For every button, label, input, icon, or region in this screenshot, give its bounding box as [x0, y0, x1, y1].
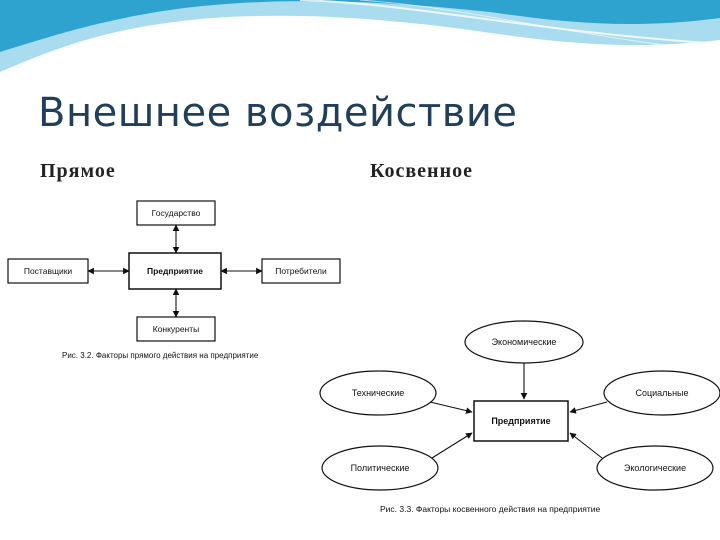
indirect-arrow-upper-right — [569, 401, 608, 414]
indirect-node-lower-right — [596, 445, 714, 491]
indirect-arrow-lower-left — [431, 432, 473, 459]
indirect-node-lower-left — [321, 445, 439, 491]
indirect-node-upper-right — [603, 370, 720, 416]
direct-node-right — [261, 258, 341, 284]
indirect-arrow-upper-left — [429, 401, 473, 414]
direct-label-bottom: Конкуренты — [153, 324, 200, 334]
indirect-node-upper-left — [319, 370, 437, 416]
subtitle-direct: Прямое — [40, 160, 116, 182]
indirect-node-center — [473, 400, 569, 442]
direct-caption: Рис. 3.2. Факторы прямого действия на пр… — [62, 351, 259, 360]
indirect-caption: Рис. 3.3. Факторы косвенного действия на… — [380, 504, 600, 514]
indirect-label-top: Экономические — [492, 337, 557, 347]
direct-label-center: Предприятие — [147, 266, 203, 276]
direct-label-top: Государство — [152, 208, 201, 218]
indirect-label-lower-left: Политические — [351, 463, 410, 473]
indirect-arrow-lower-right — [569, 432, 603, 459]
slide-title: Внешнее воздействие — [38, 90, 518, 136]
indirect-label-center: Предприятие — [491, 416, 550, 426]
direct-label-right: Потребители — [275, 266, 327, 276]
indirect-label-upper-right: Социальные — [635, 388, 688, 398]
indirect-label-lower-right: Экологические — [624, 463, 686, 473]
header-wave-decoration — [0, 0, 720, 72]
subtitle-indirect: Косвенное — [370, 160, 473, 182]
indirect-label-upper-left: Технические — [352, 388, 404, 398]
direct-label-left: Поставщики — [24, 266, 73, 276]
